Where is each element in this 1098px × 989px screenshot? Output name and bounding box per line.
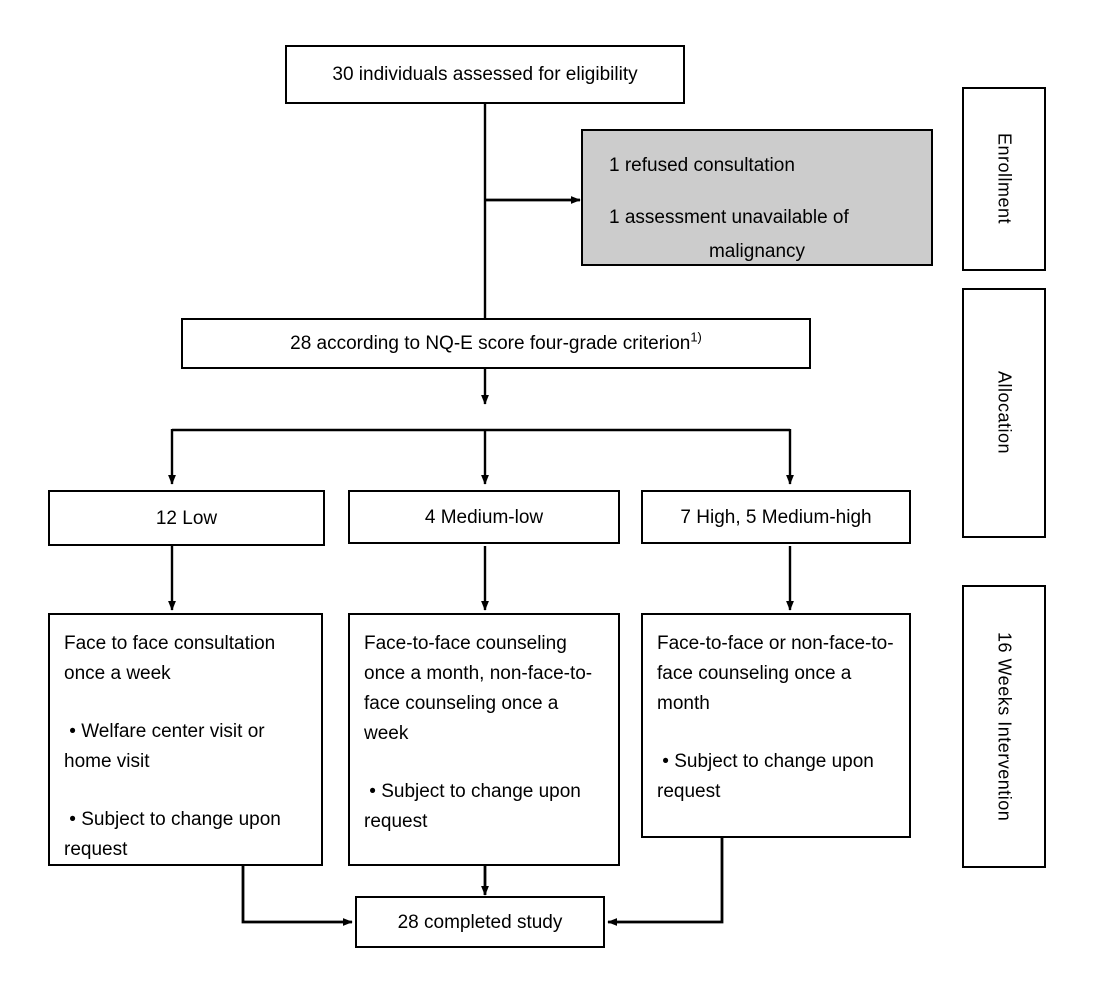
node-group-medium-low: 4 Medium-low <box>348 490 620 544</box>
excluded-reason-1: 1 refused consultation <box>609 155 795 176</box>
phase-box-intervention: 16 Weeks Intervention <box>962 585 1046 868</box>
node-intervention-high: Face-to-face or non-face-to-face counsel… <box>641 613 911 838</box>
node-group-low-label: 12 Low <box>155 507 218 529</box>
phase-label-intervention: 16 Weeks Intervention <box>994 631 1015 822</box>
intervention-medium-low-para-1: Face-to-face counseling once a month, no… <box>364 633 593 744</box>
intervention-high-para-2: • Subject to change upon request <box>657 751 880 802</box>
node-excluded-reasons: 1 refused consultation 1 assessment unav… <box>581 129 933 266</box>
node-group-low: 12 Low <box>48 490 325 546</box>
node-group-high: 7 High, 5 Medium-high <box>641 490 911 544</box>
node-assessed-for-eligibility: 30 individuals assessed for eligibility <box>285 45 685 104</box>
intervention-medium-low-para-2: • Subject to change upon request <box>364 781 587 832</box>
phase-box-allocation: Allocation <box>962 288 1046 538</box>
node-assessed-label: 30 individuals assessed for eligibility <box>332 64 638 85</box>
intervention-low-para-3: • Subject to change upon request <box>64 809 287 860</box>
intervention-high-para-1: Face-to-face or non-face-to-face counsel… <box>657 633 894 714</box>
intervention-low-para-2: • Welfare center visit or home visit <box>64 721 270 772</box>
connector-intervention-low-to-completed <box>241 866 353 926</box>
excluded-reason-2-continued: malignancy <box>708 241 806 262</box>
connector-intervention-high-to-completed <box>607 838 724 926</box>
phase-label-enrollment: Enrollment <box>994 133 1015 225</box>
intervention-low-para-1: Face to face consultation once a week <box>64 633 281 684</box>
node-allocated-by-nqe-score: 28 according to NQ-E score four-grade cr… <box>181 318 811 369</box>
node-allocated-main-text: 28 according to NQ-E score four-grade cr… <box>290 333 691 354</box>
node-group-medium-low-label: 4 Medium-low <box>424 506 544 528</box>
node-intervention-medium-low: Face-to-face counseling once a month, no… <box>348 613 620 866</box>
node-allocated-footnote-marker: 1) <box>690 329 702 345</box>
phase-label-allocation: Allocation <box>994 371 1015 455</box>
phase-box-enrollment: Enrollment <box>962 87 1046 271</box>
node-completed-study: 28 completed study <box>355 896 605 948</box>
node-group-high-label: 7 High, 5 Medium-high <box>680 506 872 528</box>
node-allocated-label: 28 according to NQ-E score four-grade cr… <box>290 331 702 354</box>
excluded-reason-2: 1 assessment unavailable of <box>609 207 849 228</box>
node-intervention-low: Face to face consultation once a week • … <box>48 613 323 866</box>
node-completed-study-label: 28 completed study <box>397 911 563 933</box>
